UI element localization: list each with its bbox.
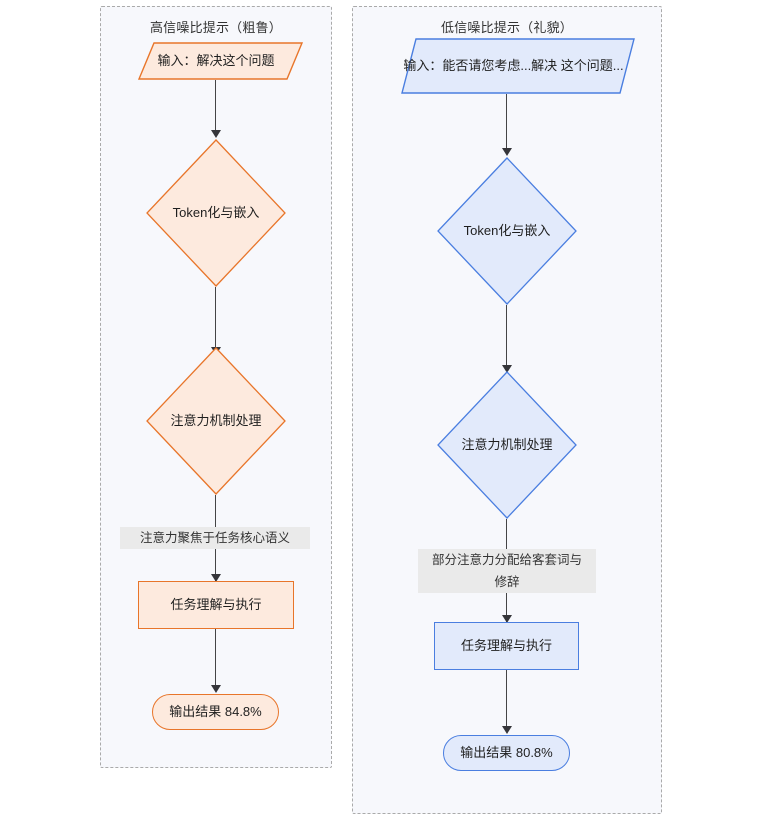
node-r-task[interactable]: 任务理解与执行 — [434, 622, 579, 670]
diamond-shape — [437, 371, 577, 519]
diamond-shape — [437, 157, 577, 305]
node-r-output-label: 输出结果 80.8% — [460, 745, 553, 760]
subgraph-title-high-snr: 高信噪比提示（粗鲁） — [149, 20, 282, 35]
edge-r-token-attention — [506, 305, 508, 370]
node-l-attention[interactable]: 注意力机制处理 — [146, 347, 286, 495]
node-l-task-label: 任务理解与执行 — [170, 597, 262, 612]
node-l-token[interactable]: Token化与嵌入 — [146, 139, 286, 287]
node-r-task-label: 任务理解与执行 — [460, 638, 552, 653]
node-r-input[interactable]: 输入：能否请您考虑...解决 这个问题... — [392, 38, 635, 94]
edge-label-r-attention-task: 部分注意力分配给客套词与 修辞 — [418, 549, 596, 593]
edge-r-token-attention-arrow — [502, 365, 512, 373]
edge-l-input-token — [215, 80, 217, 132]
node-l-task[interactable]: 任务理解与执行 — [138, 581, 294, 629]
edge-l-token-attention — [215, 287, 217, 350]
parallelogram-shape — [137, 42, 303, 80]
edge-r-input-token — [506, 94, 508, 150]
edge-r-attention-task-arrow — [502, 615, 512, 623]
edge-r-task-output-arrow — [502, 726, 512, 734]
node-l-input[interactable]: 输入：解决这个问题 — [129, 42, 303, 80]
node-r-attention[interactable]: 注意力机制处理 — [437, 371, 577, 519]
diamond-shape — [146, 139, 286, 287]
node-l-output[interactable]: 输出结果 84.8% — [152, 694, 279, 730]
node-l-output-label: 输出结果 84.8% — [169, 704, 262, 719]
parallelogram-shape — [401, 38, 635, 94]
edge-l-task-output — [215, 629, 217, 691]
node-r-output[interactable]: 输出结果 80.8% — [443, 735, 570, 771]
diamond-shape — [146, 347, 286, 495]
edge-l-task-output-arrow — [211, 685, 221, 693]
edge-r-input-token-arrow — [502, 148, 512, 156]
edge-r-task-output — [506, 670, 508, 732]
edge-l-input-token-arrow — [211, 130, 221, 138]
edge-label-l-attention-task: 注意力聚焦于任务核心语义 — [120, 527, 310, 549]
node-r-token[interactable]: Token化与嵌入 — [437, 157, 577, 305]
edge-l-attention-task-arrow — [211, 574, 221, 582]
subgraph-title-low-snr: 低信噪比提示（礼貌） — [440, 20, 573, 35]
